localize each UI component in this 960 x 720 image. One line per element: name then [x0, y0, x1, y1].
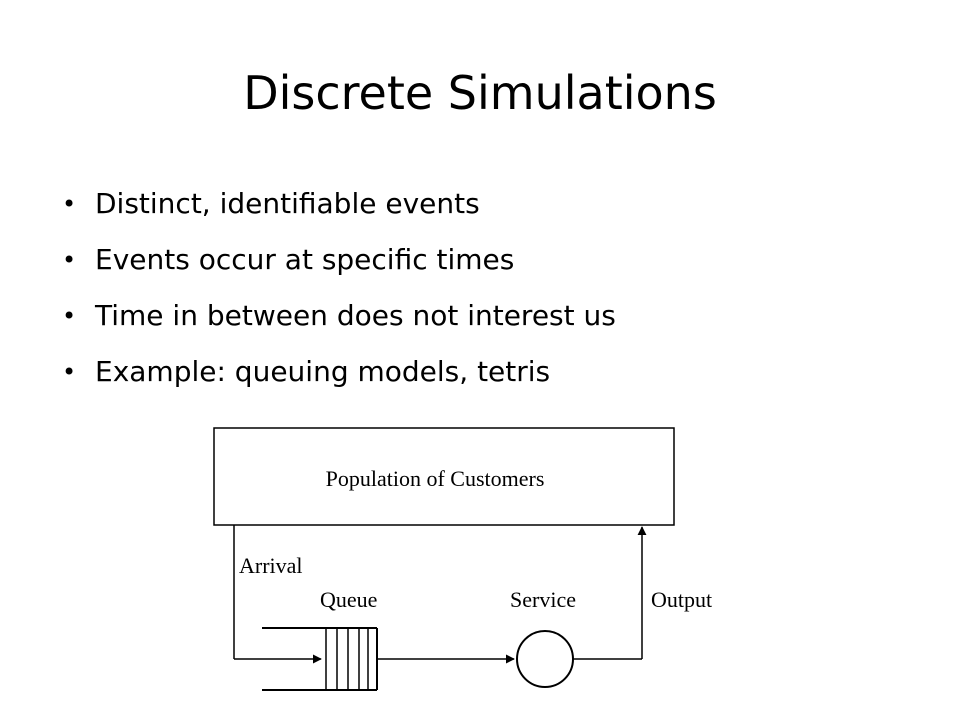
bullet-item: • Time in between does not interest us [62, 288, 616, 344]
slide-title: Discrete Simulations [243, 66, 717, 120]
population-label: Population of Customers [326, 466, 545, 491]
bullet-item: • Distinct, identifiable events [62, 176, 616, 232]
bullet-text: Events occur at specific times [95, 243, 515, 276]
bullet-icon: • [62, 246, 77, 274]
queue-label: Queue [320, 587, 377, 612]
population-box [213, 427, 675, 526]
bullet-item: • Example: queuing models, tetris [62, 344, 616, 400]
bullet-text: Example: queuing models, tetris [95, 355, 551, 388]
bullet-text: Distinct, identifiable events [95, 187, 480, 220]
service-label: Service [510, 587, 576, 612]
service-circle [516, 630, 574, 688]
bullet-list: • Distinct, identifiable events • Events o… [62, 176, 616, 400]
arrival-label: Arrival [239, 553, 303, 578]
output-label: Output [651, 587, 712, 612]
bullet-icon: • [62, 358, 77, 386]
bullet-item: • Events occur at specific times [62, 232, 616, 288]
bullet-text: Time in between does not interest us [95, 299, 616, 332]
bullet-icon: • [62, 190, 77, 218]
bullet-icon: • [62, 302, 77, 330]
